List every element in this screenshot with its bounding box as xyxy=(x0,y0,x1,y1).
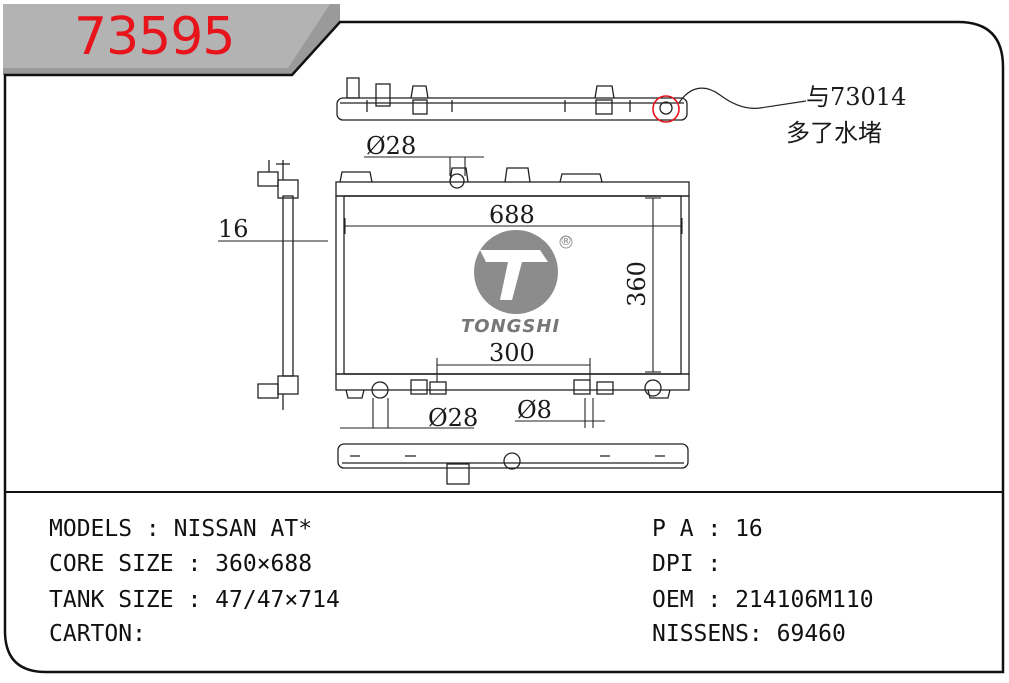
dimension-thickness: 16 xyxy=(218,215,249,243)
tongshi-logo xyxy=(474,230,573,314)
spec-pa: P A : 16 xyxy=(652,516,763,542)
dimension-inlet-diameter: Ø28 xyxy=(366,132,417,160)
dimension-height: 360 xyxy=(622,261,651,307)
spec-tank-size: TANK SIZE : 47/47×714 xyxy=(49,587,340,613)
dimension-mount-spacing: 300 xyxy=(489,339,535,367)
dimension-lines xyxy=(218,156,683,429)
bottom-tank-view xyxy=(337,443,689,485)
note-line-2: 多了水堵 xyxy=(786,119,882,147)
spec-oem: OEM : 214106M110 xyxy=(652,587,874,613)
registered-mark: ® xyxy=(560,234,572,248)
radiator-side-view xyxy=(257,160,299,410)
outer-frame xyxy=(3,20,1005,674)
brand-name: TONGSHI xyxy=(461,316,561,337)
part-number-title: 73595 xyxy=(74,7,235,67)
top-tank-view xyxy=(336,77,688,121)
note-leader xyxy=(678,87,807,109)
spec-dpi: DPI : xyxy=(652,551,722,577)
dimension-width: 688 xyxy=(489,201,535,229)
water-plug-highlight xyxy=(652,95,680,123)
spec-core-size: CORE SIZE : 360×688 xyxy=(49,551,313,577)
dimension-small-diameter: Ø8 xyxy=(517,396,552,424)
spec-carton: CARTON: xyxy=(49,621,146,647)
radiator-front-view xyxy=(335,167,690,399)
note-line-1: 与73014 xyxy=(806,83,907,111)
dimension-outlet-diameter: Ø28 xyxy=(428,404,479,432)
spec-nissens: NISSENS: 69460 xyxy=(652,621,846,647)
spec-models: MODELS : NISSAN AT* xyxy=(49,516,313,542)
